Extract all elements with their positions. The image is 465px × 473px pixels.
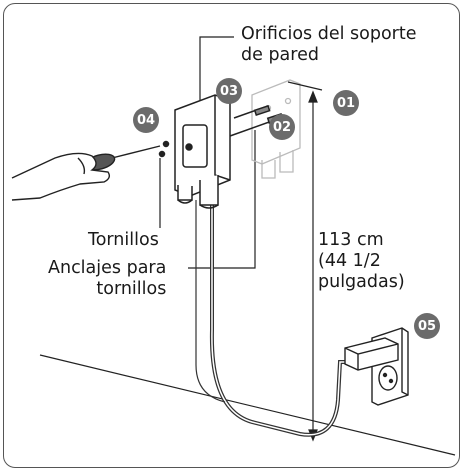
- power-plug-icon: [344, 337, 399, 371]
- step-05-badge: 05: [414, 313, 440, 339]
- hand-icon: [11, 152, 111, 201]
- step-04-badge: 04: [133, 107, 159, 133]
- height-dimension: [287, 81, 323, 442]
- wall-floor-line: [39, 354, 456, 456]
- step-02-badge: 02: [269, 114, 295, 140]
- screw-anchors-label: Anclajes para tornillos: [48, 258, 167, 299]
- screws-label: Tornillos: [88, 230, 159, 250]
- step-01-badge: 01: [333, 90, 359, 116]
- wall-bracket-icon: [174, 94, 231, 209]
- step-03-badge: 03: [216, 78, 242, 104]
- holes-leader-line: [199, 36, 234, 130]
- wall-bracket-holes-label: Orificios del soporte de pared: [241, 24, 417, 65]
- mounting-height-label: 113 cm (44 1/2 pulgadas): [318, 230, 405, 292]
